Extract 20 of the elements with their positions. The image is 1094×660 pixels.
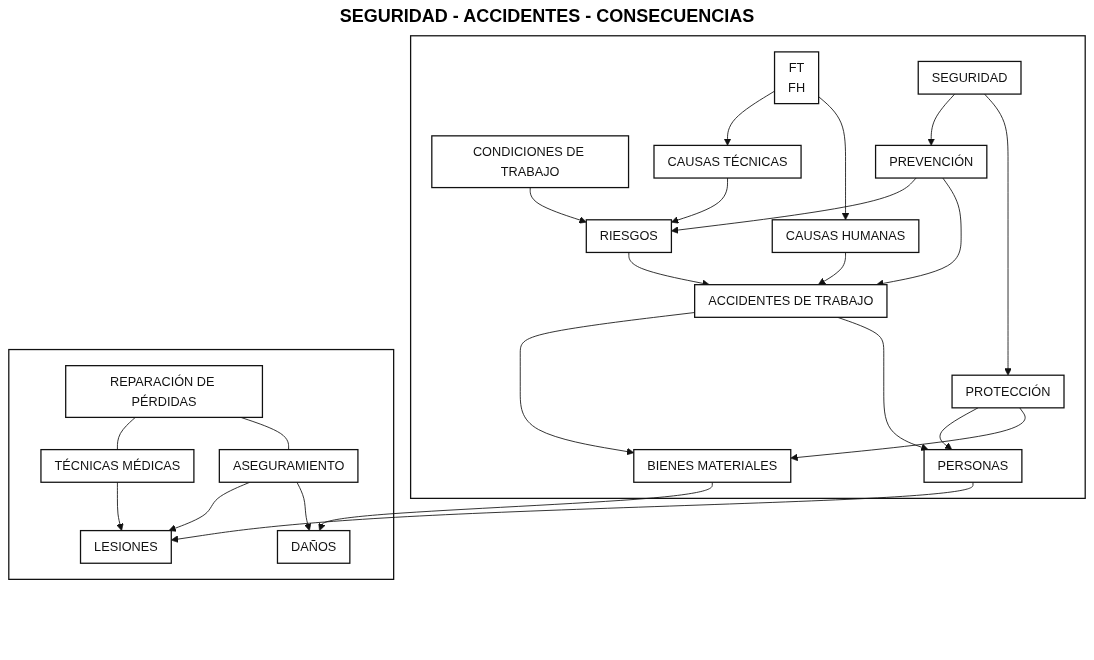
diagram-title: SEGURIDAD - ACCIDENTES - CONSECUENCIAS — [338, 6, 756, 27]
node-box: CONDICIONES DE TRABAJO — [431, 135, 630, 189]
node-box: PROTECCIÓN — [951, 374, 1065, 409]
node-box: SEGURIDAD — [917, 60, 1022, 95]
node-box: ASEGURAMIENTO — [218, 448, 359, 483]
node-box: RIESGOS — [585, 219, 673, 254]
cluster — [410, 35, 1086, 499]
node-box: CAUSAS HUMANAS — [771, 219, 920, 254]
cluster — [8, 348, 395, 580]
node-box: FT FH — [773, 51, 820, 105]
node-box: PREVENCIÓN — [874, 144, 988, 179]
node-box: PERSONAS — [923, 448, 1023, 483]
connector — [117, 416, 136, 451]
node-box: LESIONES — [79, 529, 172, 564]
node-box: TÉCNICAS MÉDICAS — [40, 448, 195, 483]
node-box: REPARACIÓN DE PÉRDIDAS — [65, 365, 264, 419]
node-box: BIENES MATERIALES — [633, 448, 792, 483]
node-box: ACCIDENTES DE TRABAJO — [694, 284, 888, 318]
node-box: CAUSAS TÉCNICAS — [653, 144, 802, 179]
node-box: DAÑOS — [276, 529, 351, 564]
